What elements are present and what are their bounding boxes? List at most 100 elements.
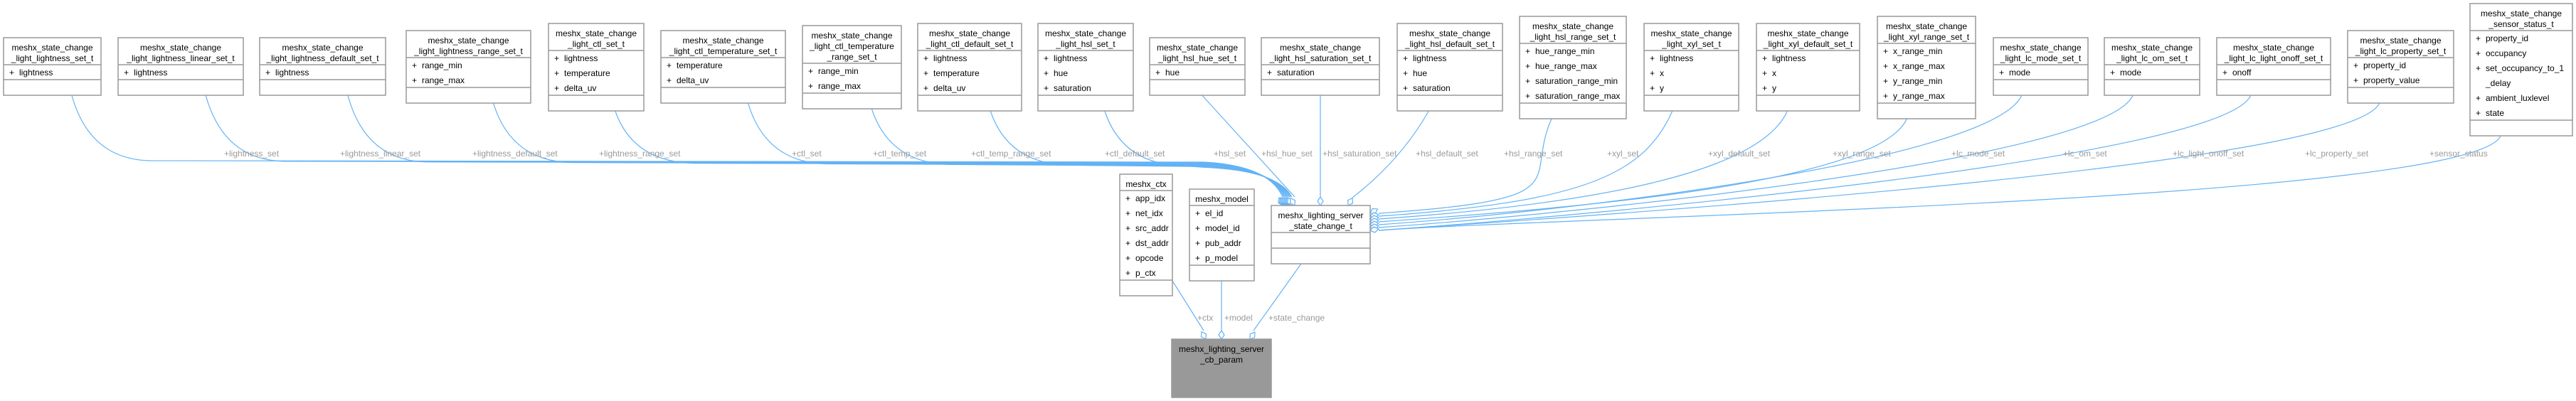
aggregation-edge (1253, 263, 1302, 331)
class-name: meshx_state_change (556, 28, 637, 38)
class-box-frame (1643, 23, 1739, 112)
aggregation-diamond-icon (1200, 331, 1207, 340)
visibility-public-icon: + (554, 83, 559, 93)
visibility-public-icon: + (1195, 238, 1200, 248)
attribute-name: lightness (1660, 53, 1693, 63)
class-box-member: meshx_state_change_light_lc_light_onoff_… (2216, 37, 2331, 96)
visibility-public-icon: + (1883, 76, 1888, 86)
edge-label: +ctx (1197, 313, 1213, 323)
edge-label: +lightness_default_set (472, 149, 558, 159)
visibility-public-icon: + (1125, 208, 1130, 218)
attribute-name: delta_uv (933, 83, 965, 93)
class-name: meshx_state_change (140, 43, 221, 53)
class-name: _state_change_t (1288, 221, 1352, 231)
class-box-member: meshx_state_change_light_lightness_range… (406, 30, 531, 104)
edge-label: +lightness_linear_set (340, 149, 421, 159)
visibility-public-icon: + (1044, 53, 1049, 63)
attribute-name: lightness (933, 53, 967, 63)
class-name: _light_hsl_set_t (1055, 39, 1115, 49)
attribute-name: saturation (1413, 83, 1451, 93)
class-name: meshx_state_change (1280, 43, 1361, 53)
aggregation-edge (1378, 135, 2501, 231)
attribute-name: lightness (275, 68, 309, 77)
edge-label: +hsl_range_set (1504, 149, 1563, 159)
visibility-public-icon: + (2476, 108, 2481, 118)
attribute-name: range_max (422, 75, 465, 85)
attribute-name: lightness (564, 53, 598, 63)
aggregation-diamond-icon (1218, 329, 1225, 341)
class-box-member: meshx_state_change_light_lc_om_set_t+mod… (2104, 37, 2200, 96)
attribute-name: saturation_range_max (1535, 91, 1620, 101)
class-box-frame (2104, 37, 2200, 96)
attribute-name: x (1660, 68, 1664, 78)
attribute-name: net_idx (1135, 208, 1163, 218)
visibility-public-icon: + (923, 68, 928, 78)
class-box-member: meshx_state_change_light_xyl_default_set… (1756, 23, 1860, 112)
class-box-frame (259, 37, 386, 96)
class-box-frame (2347, 30, 2454, 104)
attribute-name: lightness (1413, 53, 1446, 63)
attribute-name: hue (1413, 68, 1427, 78)
class-box-frame (1119, 173, 1173, 296)
visibility-public-icon: + (1762, 68, 1767, 78)
visibility-public-icon: + (2476, 93, 2481, 103)
visibility-public-icon: + (1267, 68, 1272, 77)
class-name: meshx_lighting_server (1179, 344, 1264, 354)
visibility-public-icon: + (923, 83, 928, 93)
class-name: meshx_state_change (282, 43, 363, 53)
attribute-name-continued: _delay (2485, 78, 2511, 88)
class-box-member: meshx_state_change_light_lightness_defau… (259, 37, 386, 96)
class-name: meshx_state_change (2481, 9, 2562, 18)
visibility-public-icon: + (554, 68, 559, 78)
visibility-public-icon: + (1762, 83, 1767, 93)
edge-label: +sensor_status (2429, 149, 2488, 159)
aggregation-edge (1378, 118, 1907, 223)
class-box-member: meshx_state_change_light_hsl_saturation_… (1261, 37, 1380, 96)
class-box-frame (1037, 23, 1134, 112)
class-name: meshx_state_change (2111, 43, 2193, 53)
attribute-name: range_max (818, 81, 861, 91)
edge-label: +hsl_set (1214, 149, 1246, 159)
attribute-name: saturation (1277, 68, 1315, 77)
edge-label: +ctl_temp_range_set (971, 149, 1051, 159)
aggregation-diamond-icon (1289, 197, 1296, 206)
class-name: _sensor_status_t (2488, 19, 2554, 29)
attribute-name: hue_range_max (1535, 61, 1597, 71)
visibility-public-icon: + (1650, 53, 1655, 63)
edge-label: +lc_mode_set (1951, 149, 2005, 159)
class-name: _light_ctl_default_set_t (926, 39, 1014, 49)
edges (71, 95, 2501, 341)
class-box-frame (548, 23, 645, 112)
attribute-name: app_idx (1135, 193, 1165, 203)
edge-label: +hsl_default_set (1416, 149, 1478, 159)
aggregation-diamond-icon (1249, 331, 1256, 340)
attribute-name: opcode (1135, 253, 1164, 263)
aggregation-edge (1378, 110, 1673, 217)
attribute-name: property_id (2486, 33, 2528, 43)
edge-label: +state_change (1268, 313, 1325, 323)
class-box-member: meshx_state_change_light_ctl_default_set… (917, 23, 1022, 112)
class-name: _light_lightness_default_set_t (265, 53, 379, 63)
attribute-name: src_addr (1135, 223, 1169, 233)
attribute-name: saturation_range_min (1535, 76, 1618, 86)
edge-label: +hsl_saturation_set (1323, 149, 1397, 159)
class-name: meshx_state_change (2360, 36, 2441, 46)
visibility-public-icon: + (808, 81, 813, 91)
class-box-meshx-ctx: meshx_ctx+app_idx+net_idx+src_addr+dst_a… (1119, 173, 1173, 296)
attribute-name: hue_range_min (1535, 46, 1594, 56)
class-box-meshx-model: meshx_model+el_id+model_id+pub_addr+p_mo… (1189, 188, 1255, 282)
aggregation-edge (1378, 95, 2023, 225)
class-box-member: meshx_state_change_light_ctl_temperature… (802, 25, 902, 109)
class-box-frame (1171, 338, 1272, 398)
class-box-frame (2469, 3, 2573, 137)
edge-label: +ctl_set (792, 149, 822, 159)
visibility-public-icon: + (1762, 53, 1767, 63)
class-box-frame (3, 37, 102, 96)
edge-label: +lc_property_set (2305, 149, 2369, 159)
class-name: _light_hsl_range_set_t (1530, 32, 1616, 42)
class-box-member: meshx_state_change_light_xyl_range_set_t… (1877, 16, 1976, 119)
aggregation-edge (1172, 280, 1204, 331)
class-name: meshx_model (1195, 194, 1249, 204)
class-box-frame (406, 30, 531, 104)
class-box-frame (917, 23, 1022, 112)
